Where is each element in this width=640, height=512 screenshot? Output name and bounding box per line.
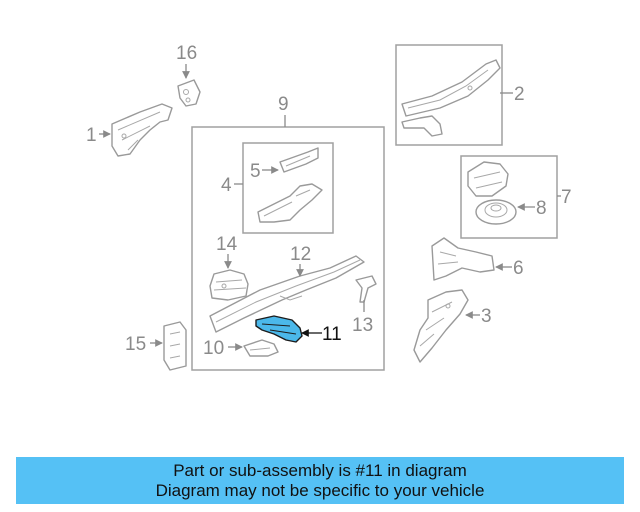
part-2[interactable] bbox=[401, 59, 501, 137]
part-8[interactable] bbox=[475, 199, 517, 225]
callout-2: 2 bbox=[514, 84, 525, 105]
callout-9: 9 bbox=[278, 94, 289, 115]
part-12[interactable] bbox=[209, 255, 365, 333]
callout-14: 14 bbox=[216, 234, 238, 255]
callout-5: 5 bbox=[250, 161, 261, 182]
callout-11: 11 bbox=[322, 324, 342, 345]
part-13[interactable] bbox=[355, 275, 377, 303]
parts-diagram: 16 1 2 9 5 4 14 bbox=[86, 43, 572, 371]
part-1[interactable] bbox=[111, 103, 173, 157]
callout-7: 7 bbox=[561, 187, 572, 208]
part-14[interactable] bbox=[209, 269, 249, 301]
part-7[interactable] bbox=[467, 161, 509, 197]
part-3[interactable] bbox=[413, 289, 469, 363]
group-box-7 bbox=[460, 155, 558, 239]
group-box-9 bbox=[191, 126, 385, 371]
callout-6: 6 bbox=[513, 258, 524, 279]
info-banner: Part or sub-assembly is #11 in diagram D… bbox=[16, 457, 624, 504]
callout-10: 10 bbox=[203, 338, 224, 359]
group-box-4 bbox=[242, 142, 334, 234]
banner-line-disclaimer: Diagram may not be specific to your vehi… bbox=[155, 480, 485, 500]
part-10[interactable] bbox=[243, 339, 279, 357]
part-15[interactable] bbox=[163, 321, 187, 371]
callout-3: 3 bbox=[481, 306, 492, 327]
part-4[interactable] bbox=[257, 183, 323, 223]
callout-8: 8 bbox=[536, 198, 547, 219]
part-6[interactable] bbox=[431, 237, 495, 281]
banner-line-part: Part or sub-assembly is #11 in diagram bbox=[173, 460, 467, 480]
part-5[interactable] bbox=[279, 147, 319, 173]
callout-12: 12 bbox=[290, 244, 311, 265]
callout-15: 15 bbox=[125, 334, 146, 355]
callout-1: 1 bbox=[86, 125, 97, 146]
callout-16: 16 bbox=[176, 43, 197, 64]
group-box-2 bbox=[395, 44, 503, 146]
part-16[interactable] bbox=[177, 79, 201, 107]
callout-13: 13 bbox=[352, 315, 373, 336]
callout-4: 4 bbox=[221, 175, 232, 196]
part-11-highlighted[interactable] bbox=[255, 315, 303, 343]
